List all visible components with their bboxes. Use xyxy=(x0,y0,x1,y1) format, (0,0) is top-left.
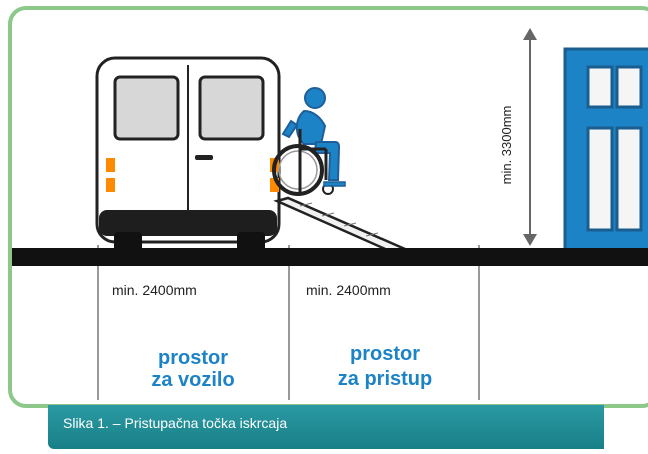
vehicle-area-label-line1: prostor xyxy=(158,347,228,369)
wheelchair-user-icon xyxy=(272,87,346,196)
figure-frame: min. 3300mm min. 2400mm min. 2400mm pros… xyxy=(8,6,648,408)
access-width-label: min. 2400mm xyxy=(306,282,391,298)
road-line xyxy=(12,248,648,266)
building-icon xyxy=(563,47,648,254)
height-dimension-label: min. 3300mm xyxy=(499,106,514,185)
access-area-label-line2: za pristup xyxy=(338,368,432,390)
accessible-dropoff-diagram: min. 3300mm min. 2400mm min. 2400mm pros… xyxy=(12,28,648,400)
height-dimension-arrow-icon xyxy=(523,28,537,246)
access-area-label-line1: prostor xyxy=(350,343,420,365)
van-icon xyxy=(95,56,281,261)
vehicle-width-label: min. 2400mm xyxy=(112,282,197,298)
wheelchair-ramp-icon xyxy=(273,196,409,254)
figure-caption: Slika 1. – Pristupačna točka iskrcaja xyxy=(48,405,604,449)
figure-caption-text: Slika 1. – Pristupačna točka iskrcaja xyxy=(63,415,288,431)
vehicle-area-label-line2: za vozilo xyxy=(151,369,234,391)
